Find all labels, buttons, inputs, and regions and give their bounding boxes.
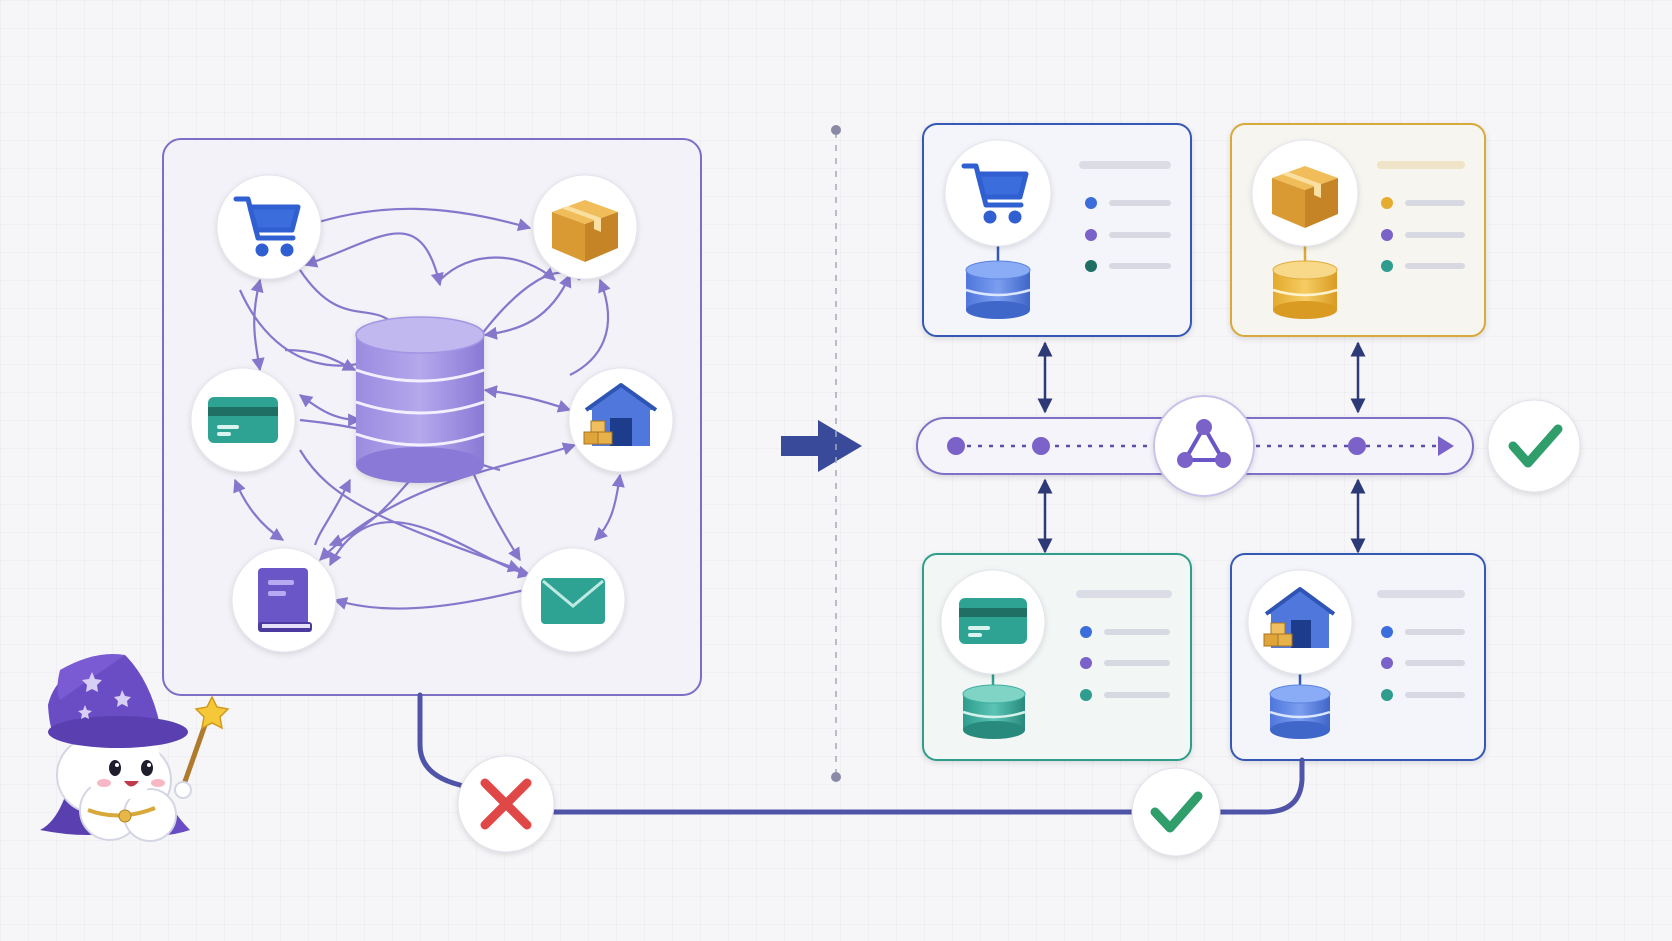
network-hub-icon <box>1177 419 1231 468</box>
check-icon <box>1150 791 1203 833</box>
bus-links <box>1037 341 1366 554</box>
database-icon <box>962 684 1026 739</box>
service-card-cart <box>922 123 1192 337</box>
credit-card-icon <box>959 598 1027 644</box>
node-package <box>532 174 638 280</box>
node-catalog <box>231 547 337 653</box>
star-icon <box>82 672 102 692</box>
envelope-icon <box>541 578 605 624</box>
warehouse-icon <box>1263 587 1336 648</box>
success-badge <box>1131 767 1221 857</box>
node-payment <box>190 367 296 473</box>
failure-badge <box>457 755 555 853</box>
schema-fields <box>1377 161 1465 272</box>
wizard-mascot <box>40 654 230 842</box>
node-notification <box>520 547 626 653</box>
credit-card-icon <box>208 397 278 443</box>
database-icon <box>1269 684 1331 739</box>
node-cart <box>216 174 322 280</box>
event-bus <box>916 395 1474 497</box>
schema-fields <box>1076 590 1172 701</box>
section-divider <box>831 125 841 782</box>
star-icon <box>78 705 92 719</box>
schema-fields <box>1079 161 1171 272</box>
package-icon <box>1272 166 1338 228</box>
package-icon <box>552 200 618 262</box>
bus-status <box>1487 399 1581 493</box>
cart-icon <box>961 163 1029 224</box>
cart-icon <box>233 196 301 257</box>
database-icon <box>965 260 1031 319</box>
node-warehouse <box>568 367 674 473</box>
book-icon <box>258 568 312 632</box>
outcome-connector <box>547 757 1305 815</box>
warehouse-icon <box>583 383 658 446</box>
cross-icon <box>480 778 532 830</box>
shared-database <box>355 316 485 483</box>
service-card-package <box>1230 123 1486 337</box>
check-icon <box>1508 424 1563 468</box>
transition-arrow-icon <box>781 420 862 472</box>
database-icon <box>1272 260 1338 319</box>
service-card-warehouse <box>1230 553 1486 761</box>
service-card-payment <box>922 553 1192 761</box>
wand-star-icon <box>194 695 230 730</box>
schema-fields <box>1377 590 1465 701</box>
tangled-connections <box>233 207 625 610</box>
monolith-panel <box>162 138 702 696</box>
star-icon <box>114 690 131 707</box>
failure-connector <box>417 692 493 803</box>
